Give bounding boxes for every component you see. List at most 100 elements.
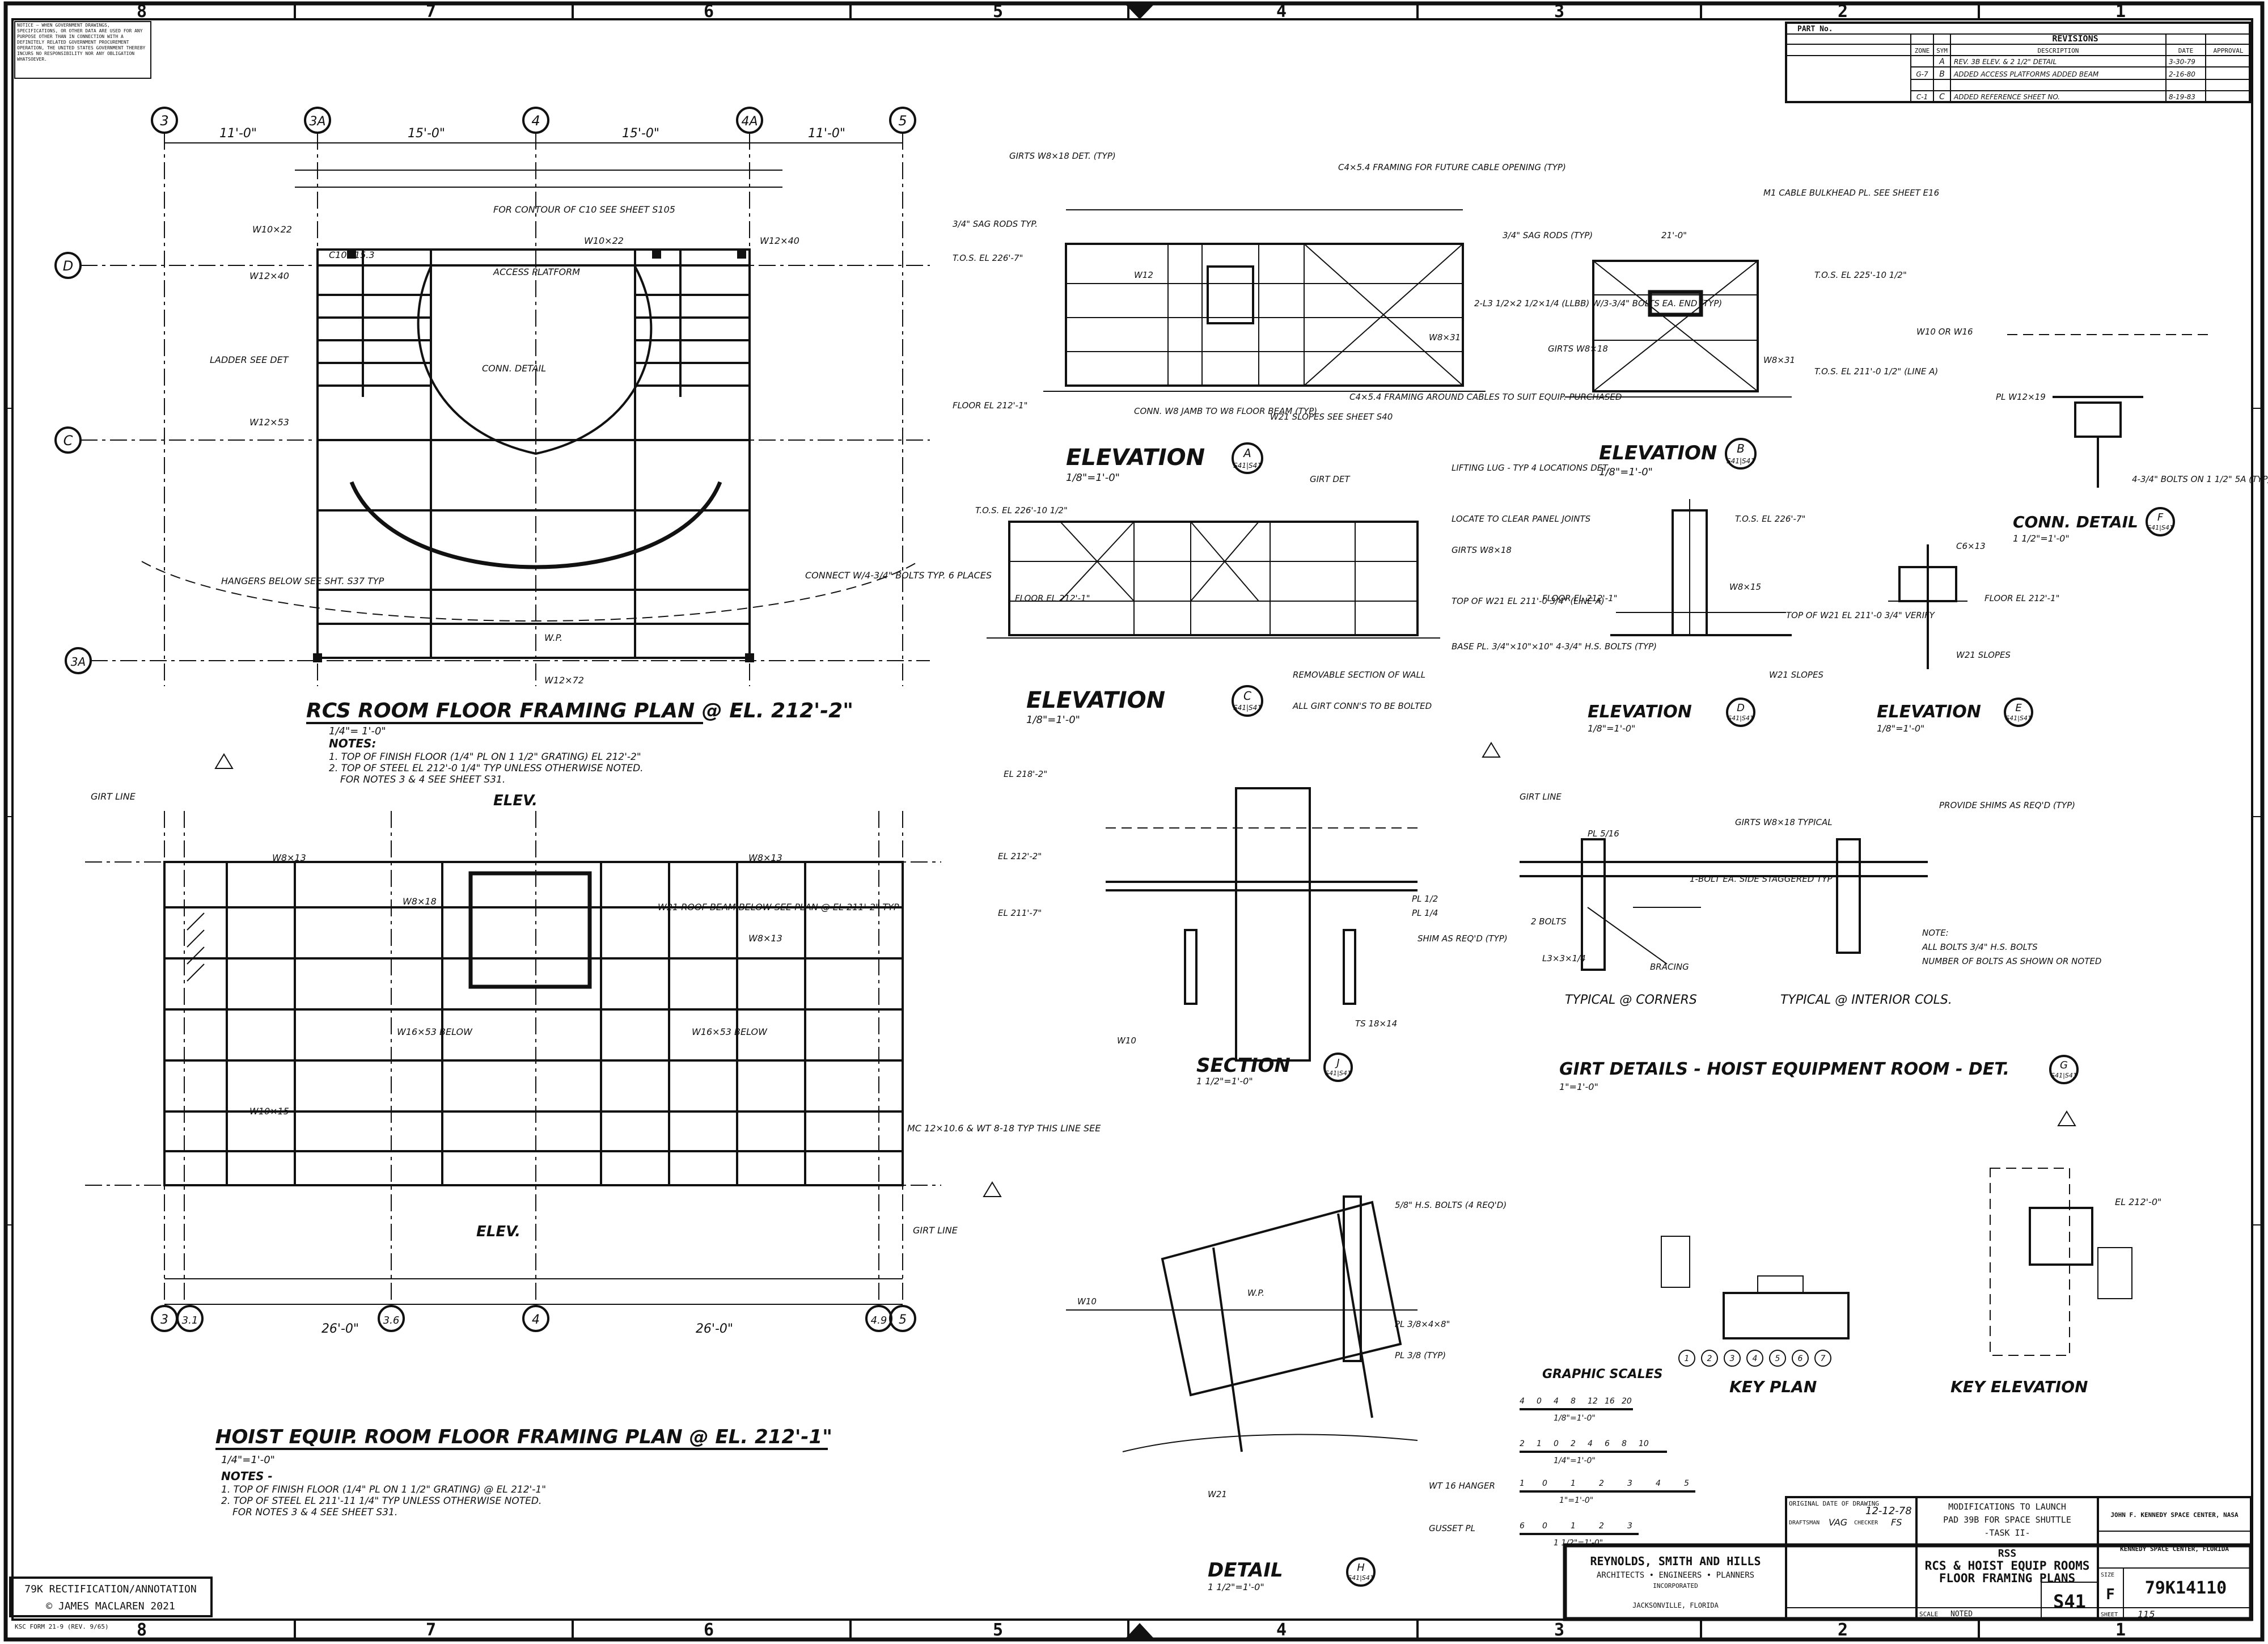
grid-bubble-label: 3A	[309, 115, 325, 129]
member-label: ELEV.	[493, 792, 538, 809]
dim-text: 11'-0"	[219, 126, 257, 141]
zone-label: 1	[2115, 2, 2126, 22]
view-ref: S41|S41	[1325, 1070, 1351, 1077]
annotation-line: 79K RECTIFICATION/ANNOTATION	[24, 1583, 196, 1595]
scale-label: 1"=1'-0"	[1559, 1496, 1593, 1505]
scale-tick: 20	[1622, 1397, 1632, 1406]
callout: TOP OF W21 EL 211'-0 3/4" VERIFY	[1786, 610, 1936, 620]
rev-header: DATE	[2178, 47, 2194, 54]
callout: FLOOR EL 212'-1"	[1015, 593, 1090, 603]
member-label: W10×22	[252, 224, 292, 235]
callout: REMOVABLE SECTION OF WALL	[1293, 670, 1425, 680]
plan2-scale: 1/4"=1'-0"	[221, 1454, 275, 1466]
zone-label: 5	[993, 2, 1003, 22]
scale-tick: 8	[1622, 1439, 1627, 1448]
elev-a-callouts: GIRTS W8×18 DET. (TYP) C4×5.4 FRAMING FO…	[953, 151, 1722, 422]
view-ref: S41|S41	[2005, 715, 2032, 722]
zone-label: 3	[1554, 1620, 1564, 1640]
member-label: W21 ROOF BEAM BELOW SEE PLAN @ EL 211'-2…	[658, 902, 899, 912]
member-label: W.P.	[544, 632, 562, 643]
grid-bubble-label: 4.9	[871, 1315, 887, 1326]
view-scale: 1 1/2"=1'-0"	[1208, 1582, 1264, 1592]
view-scale: 1 1/2"=1'-0"	[1196, 1076, 1253, 1087]
zone-label: 4	[1276, 2, 1287, 22]
size-value: F	[2106, 1586, 2115, 1603]
key-bubble: 3	[1730, 1354, 1735, 1363]
callout: C4×5.4 FRAMING AROUND CABLES TO SUIT EQU…	[1349, 392, 1622, 402]
elevation-b: ELEVATION B S41|S41 1/8"=1'-0" M1 CABLE …	[1503, 188, 1939, 478]
view-title: ELEVATION	[1877, 702, 1981, 722]
rev-desc: REV. 3B ELEV. & 2 1/2" DETAIL	[1954, 58, 2057, 66]
rev-header: APPROVAL	[2214, 47, 2244, 54]
member-label: HANGERS BELOW SEE SHT. S37 TYP	[221, 576, 384, 586]
callout: W8×31	[1429, 332, 1461, 343]
key-elevation-title: KEY ELEVATION	[1950, 1377, 2088, 1396]
girt-g-callouts: GIRT LINE PL 5/16 GIRTS W8×18 TYPICAL 1-…	[1520, 792, 2101, 1007]
member-label: GIRT LINE	[913, 1225, 958, 1236]
dim-text: 11'-0"	[808, 126, 845, 141]
plan1-grid-lines	[81, 133, 930, 686]
rev-date: 2-16-80	[2169, 70, 2195, 78]
view-scale: 1/8"=1'-0"	[1588, 723, 1635, 734]
callout: PROVIDE SHIMS AS REQ'D (TYP)	[1939, 800, 2075, 810]
scale-label: 1/4"=1'-0"	[1554, 1456, 1596, 1465]
callout: W21	[1208, 1489, 1227, 1499]
view-tag: J	[1335, 1057, 1339, 1069]
callout: 3/4" SAG RODS (TYP)	[1503, 230, 1593, 240]
zone-label: 8	[137, 2, 147, 22]
drawing-number: 79K14110	[2145, 1578, 2227, 1598]
firm-inc: INCORPORATED	[1653, 1582, 1698, 1590]
callout: W21 SLOPES SEE SHEET S40	[1270, 412, 1393, 422]
scale-tick: 10	[1639, 1439, 1649, 1448]
annotation-line: © JAMES MACLAREN 2021	[46, 1600, 175, 1612]
scale-tick: 2	[1599, 1479, 1604, 1488]
zone-labels-top: 8 7 6 5 4 3 2 1	[137, 2, 2126, 22]
callout: EL 212'-2"	[998, 851, 1042, 861]
rev-zone: C-1	[1916, 93, 1928, 101]
callout: GIRTS W8×18	[1452, 545, 1512, 555]
scale-tick: 6	[1605, 1439, 1610, 1448]
callout: NOTE:	[1922, 928, 1949, 938]
zone-label: 7	[426, 1620, 436, 1640]
center-arrow-bottom-icon	[1125, 1623, 1154, 1638]
callout: T.O.S. EL 211'-0 1/2" (LINE A)	[1814, 366, 1938, 377]
callout: GIRTS W8×18 TYPICAL	[1735, 817, 1833, 827]
dim-text: 15'-0"	[622, 126, 659, 141]
part-no-label: PART No.	[1797, 25, 1833, 33]
callout: PL 1/4	[1412, 908, 1438, 918]
scale-tick: 1	[1520, 1479, 1525, 1488]
section-j: SECTION J S41|S41 1 1/2"=1'-0" EL 218'-2…	[998, 769, 1508, 1087]
view-tag: E	[2015, 702, 2022, 714]
view-title: ELEVATION	[1588, 702, 1692, 722]
zone-label: 6	[704, 2, 714, 22]
rev-header: ZONE	[1915, 47, 1930, 54]
project-line: PAD 39B FOR SPACE SHUTTLE	[1943, 1515, 2071, 1525]
view-scale: 1/8"=1'-0"	[1599, 466, 1653, 478]
callout: W10 OR W16	[1916, 327, 1973, 337]
annotation-box: 79K RECTIFICATION/ANNOTATION © JAMES MAC…	[9, 1577, 213, 1617]
key-bubble: 5	[1775, 1354, 1780, 1363]
zone-label: 3	[1554, 2, 1564, 22]
grid-bubbles-bottom: 3 3.1 3.6 4 4.9 5	[151, 1305, 916, 1332]
notice-box	[14, 21, 151, 79]
sheet-number: S41	[2053, 1591, 2086, 1612]
callout: W21 SLOPES	[1956, 650, 2011, 660]
plan1-title: RCS ROOM FLOOR FRAMING PLAN @ EL. 212'-2…	[306, 699, 853, 722]
elevation-c: ELEVATION C S41|S41 1/8"=1'-0" GIRT DET …	[975, 463, 1657, 726]
subject-line: RCS & HOIST EQUIP ROOMS	[1925, 1559, 2090, 1573]
key-bubble: 1	[1685, 1354, 1690, 1363]
view-title: ELEVATION	[1599, 442, 1717, 464]
key-bubble: 6	[1798, 1354, 1803, 1363]
plan2-note: 2. TOP OF STEEL EL 211'-11 1/4" TYP UNLE…	[221, 1495, 541, 1507]
view-ref: S41|S41	[1348, 1574, 1374, 1582]
callout: CONN. W8 JAMB TO W8 FLOOR BEAM (TYP)	[1134, 406, 1317, 416]
callout: TYPICAL @ INTERIOR COLS.	[1780, 993, 1952, 1007]
callout: W21 SLOPES	[1769, 670, 1823, 680]
scale-tick: 2	[1520, 1439, 1525, 1448]
callout: GUSSET PL	[1429, 1523, 1475, 1533]
key-bubble: 4	[1753, 1354, 1758, 1363]
rev-sym: B	[1939, 70, 1945, 79]
scale-tick: 0	[1542, 1479, 1547, 1488]
callout: WT 16 HANGER	[1429, 1481, 1495, 1491]
